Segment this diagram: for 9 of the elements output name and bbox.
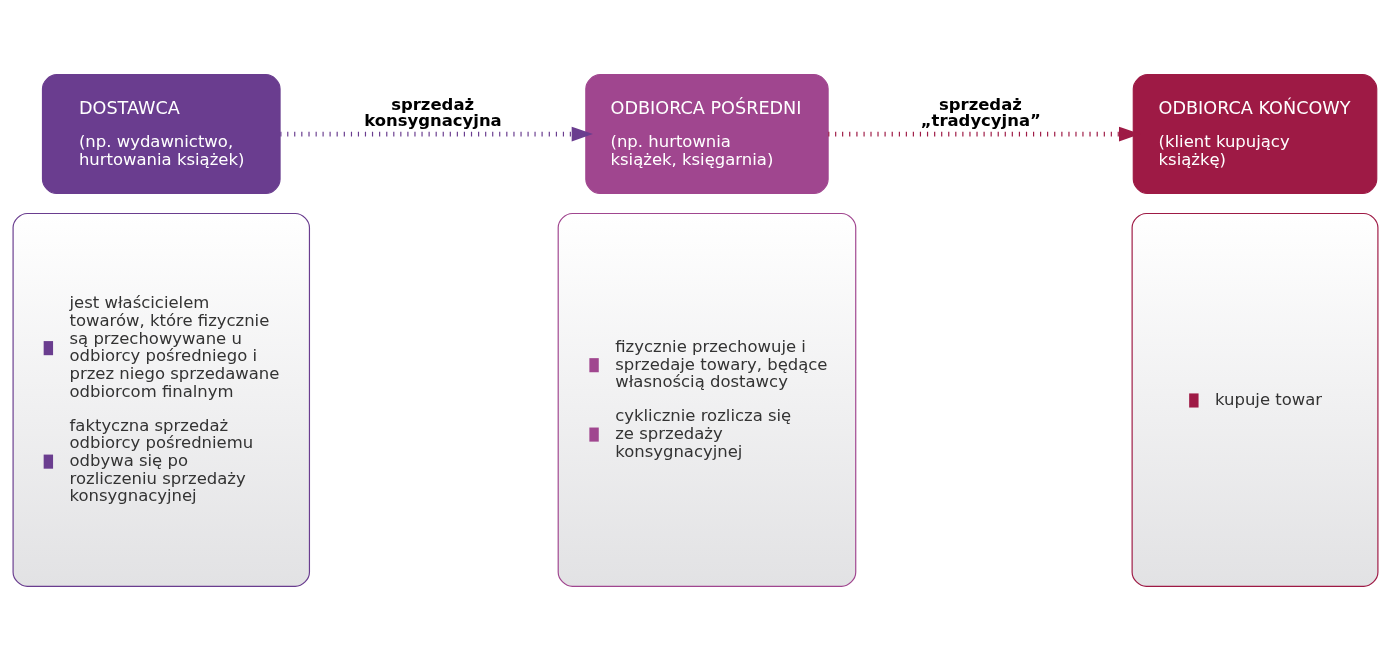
node-box: ODBIORCA KOŃCOWY (klient kupujący książkę) [1132, 74, 1378, 195]
edge-label: sprzedaż konsygnacyjna [364, 94, 502, 131]
arrow [280, 126, 593, 142]
node-box: ODBIORCA POŚREDNI (np. hurtownia książek, księgarnia) [585, 74, 829, 195]
node-box: jest właścicielem towarów, które fizycznie są przechowywane u odbiorcy pośredniego i przez niego sprzedawane odbiorcom finalnym faktyczna sprzedaż odbiorcy pośredniemu odbywa się po rozliczeniu sprzedaży konsygnacyjnej [12, 212, 311, 587]
node-box: kupuje towar [1131, 212, 1379, 587]
node-box: DOSTAWCA (np. wydawnictwo, hurtowania książek) [41, 74, 281, 195]
edge-label: sprzedaż „tradycyjna” [920, 94, 1041, 131]
node-box: fizycznie przechowuje i sprzedaje towary, będące własnością dostawcy cyklicznie rozlicza się ze sprzedaży konsygnacyjnej [557, 212, 857, 587]
